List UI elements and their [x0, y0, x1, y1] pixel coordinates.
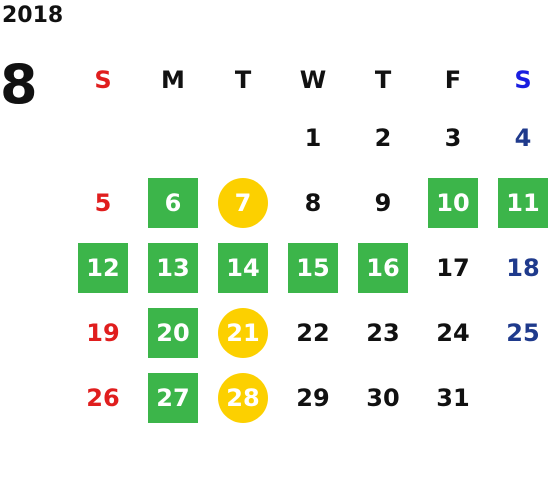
day-cell: 27 — [138, 365, 208, 430]
day-cell: 4 — [488, 105, 548, 170]
day-number: 26 — [86, 383, 120, 412]
day-cell: 19 — [68, 300, 138, 365]
day-highlight-green: 6 — [148, 177, 198, 228]
day-number — [498, 373, 548, 423]
day-number: 19 — [86, 318, 120, 347]
day-number: 2 — [374, 123, 392, 152]
day-highlight-green: 13 — [148, 242, 198, 293]
day-cell: 6 — [138, 170, 208, 235]
day-cell: 31 — [418, 365, 488, 430]
day-cell — [488, 365, 548, 430]
day-cell — [138, 105, 208, 170]
day-cell: 13 — [138, 235, 208, 300]
day-highlight-green: 16 — [358, 242, 408, 293]
day-cell: 11 — [488, 170, 548, 235]
day-cell: 18 — [488, 235, 548, 300]
day-number: 4 — [514, 123, 532, 152]
day-cell: 7 — [208, 170, 278, 235]
weekday-header-fri: F — [444, 66, 462, 94]
day-number: 31 — [436, 383, 470, 412]
day-number — [218, 113, 268, 163]
day-highlight-green: 27 — [148, 372, 198, 423]
day-highlight-green: 20 — [148, 307, 198, 358]
day-number: 30 — [366, 383, 400, 412]
day-cell: 14 — [208, 235, 278, 300]
day-cell: 25 — [488, 300, 548, 365]
calendar-month: 8 — [0, 53, 38, 116]
day-highlight-yellow-circle: 21 — [218, 307, 268, 358]
weekday-header-sun: S — [94, 66, 112, 94]
day-highlight-yellow-circle: 7 — [218, 177, 268, 228]
weekday-header-tue: T — [234, 66, 252, 94]
calendar-year: 2018 — [2, 3, 64, 28]
day-number: 5 — [94, 188, 112, 217]
weekday-header-mon: M — [161, 66, 185, 94]
day-cell: 2 — [348, 105, 418, 170]
calendar-grid: S M T W T F S 1 2 3 4 5 6 7 8 9 10 11 12… — [68, 55, 548, 430]
day-number: 29 — [296, 383, 330, 412]
weekday-header-sat: S — [514, 66, 532, 94]
day-number: 23 — [366, 318, 400, 347]
day-cell: 26 — [68, 365, 138, 430]
day-cell: 9 — [348, 170, 418, 235]
weekday-header-wed: W — [299, 66, 327, 94]
day-cell: 24 — [418, 300, 488, 365]
day-number: 8 — [304, 188, 322, 217]
day-number — [148, 113, 198, 163]
day-highlight-yellow-circle: 28 — [218, 372, 268, 423]
day-cell: 22 — [278, 300, 348, 365]
day-highlight-green: 14 — [218, 242, 268, 293]
day-cell: 1 — [278, 105, 348, 170]
day-number: 9 — [374, 188, 392, 217]
day-number: 1 — [304, 123, 322, 152]
day-cell: 28 — [208, 365, 278, 430]
day-number: 18 — [506, 253, 540, 282]
day-cell: 12 — [68, 235, 138, 300]
day-cell: 10 — [418, 170, 488, 235]
day-highlight-green: 11 — [498, 177, 548, 228]
day-cell: 23 — [348, 300, 418, 365]
day-number: 24 — [436, 318, 470, 347]
day-highlight-green: 12 — [78, 242, 128, 293]
day-number: 25 — [506, 318, 540, 347]
day-number: 3 — [444, 123, 462, 152]
day-cell — [208, 105, 278, 170]
day-cell: 16 — [348, 235, 418, 300]
day-cell: 5 — [68, 170, 138, 235]
day-cell: 30 — [348, 365, 418, 430]
day-cell: 15 — [278, 235, 348, 300]
day-highlight-green: 15 — [288, 242, 338, 293]
day-number: 17 — [436, 253, 470, 282]
day-cell: 17 — [418, 235, 488, 300]
day-number: 22 — [296, 318, 330, 347]
day-cell: 3 — [418, 105, 488, 170]
day-highlight-green: 10 — [428, 177, 478, 228]
day-cell: 8 — [278, 170, 348, 235]
day-cell: 20 — [138, 300, 208, 365]
day-number — [78, 113, 128, 163]
day-cell: 21 — [208, 300, 278, 365]
day-cell — [68, 105, 138, 170]
weekday-header-thu: T — [374, 66, 392, 94]
day-cell: 29 — [278, 365, 348, 430]
